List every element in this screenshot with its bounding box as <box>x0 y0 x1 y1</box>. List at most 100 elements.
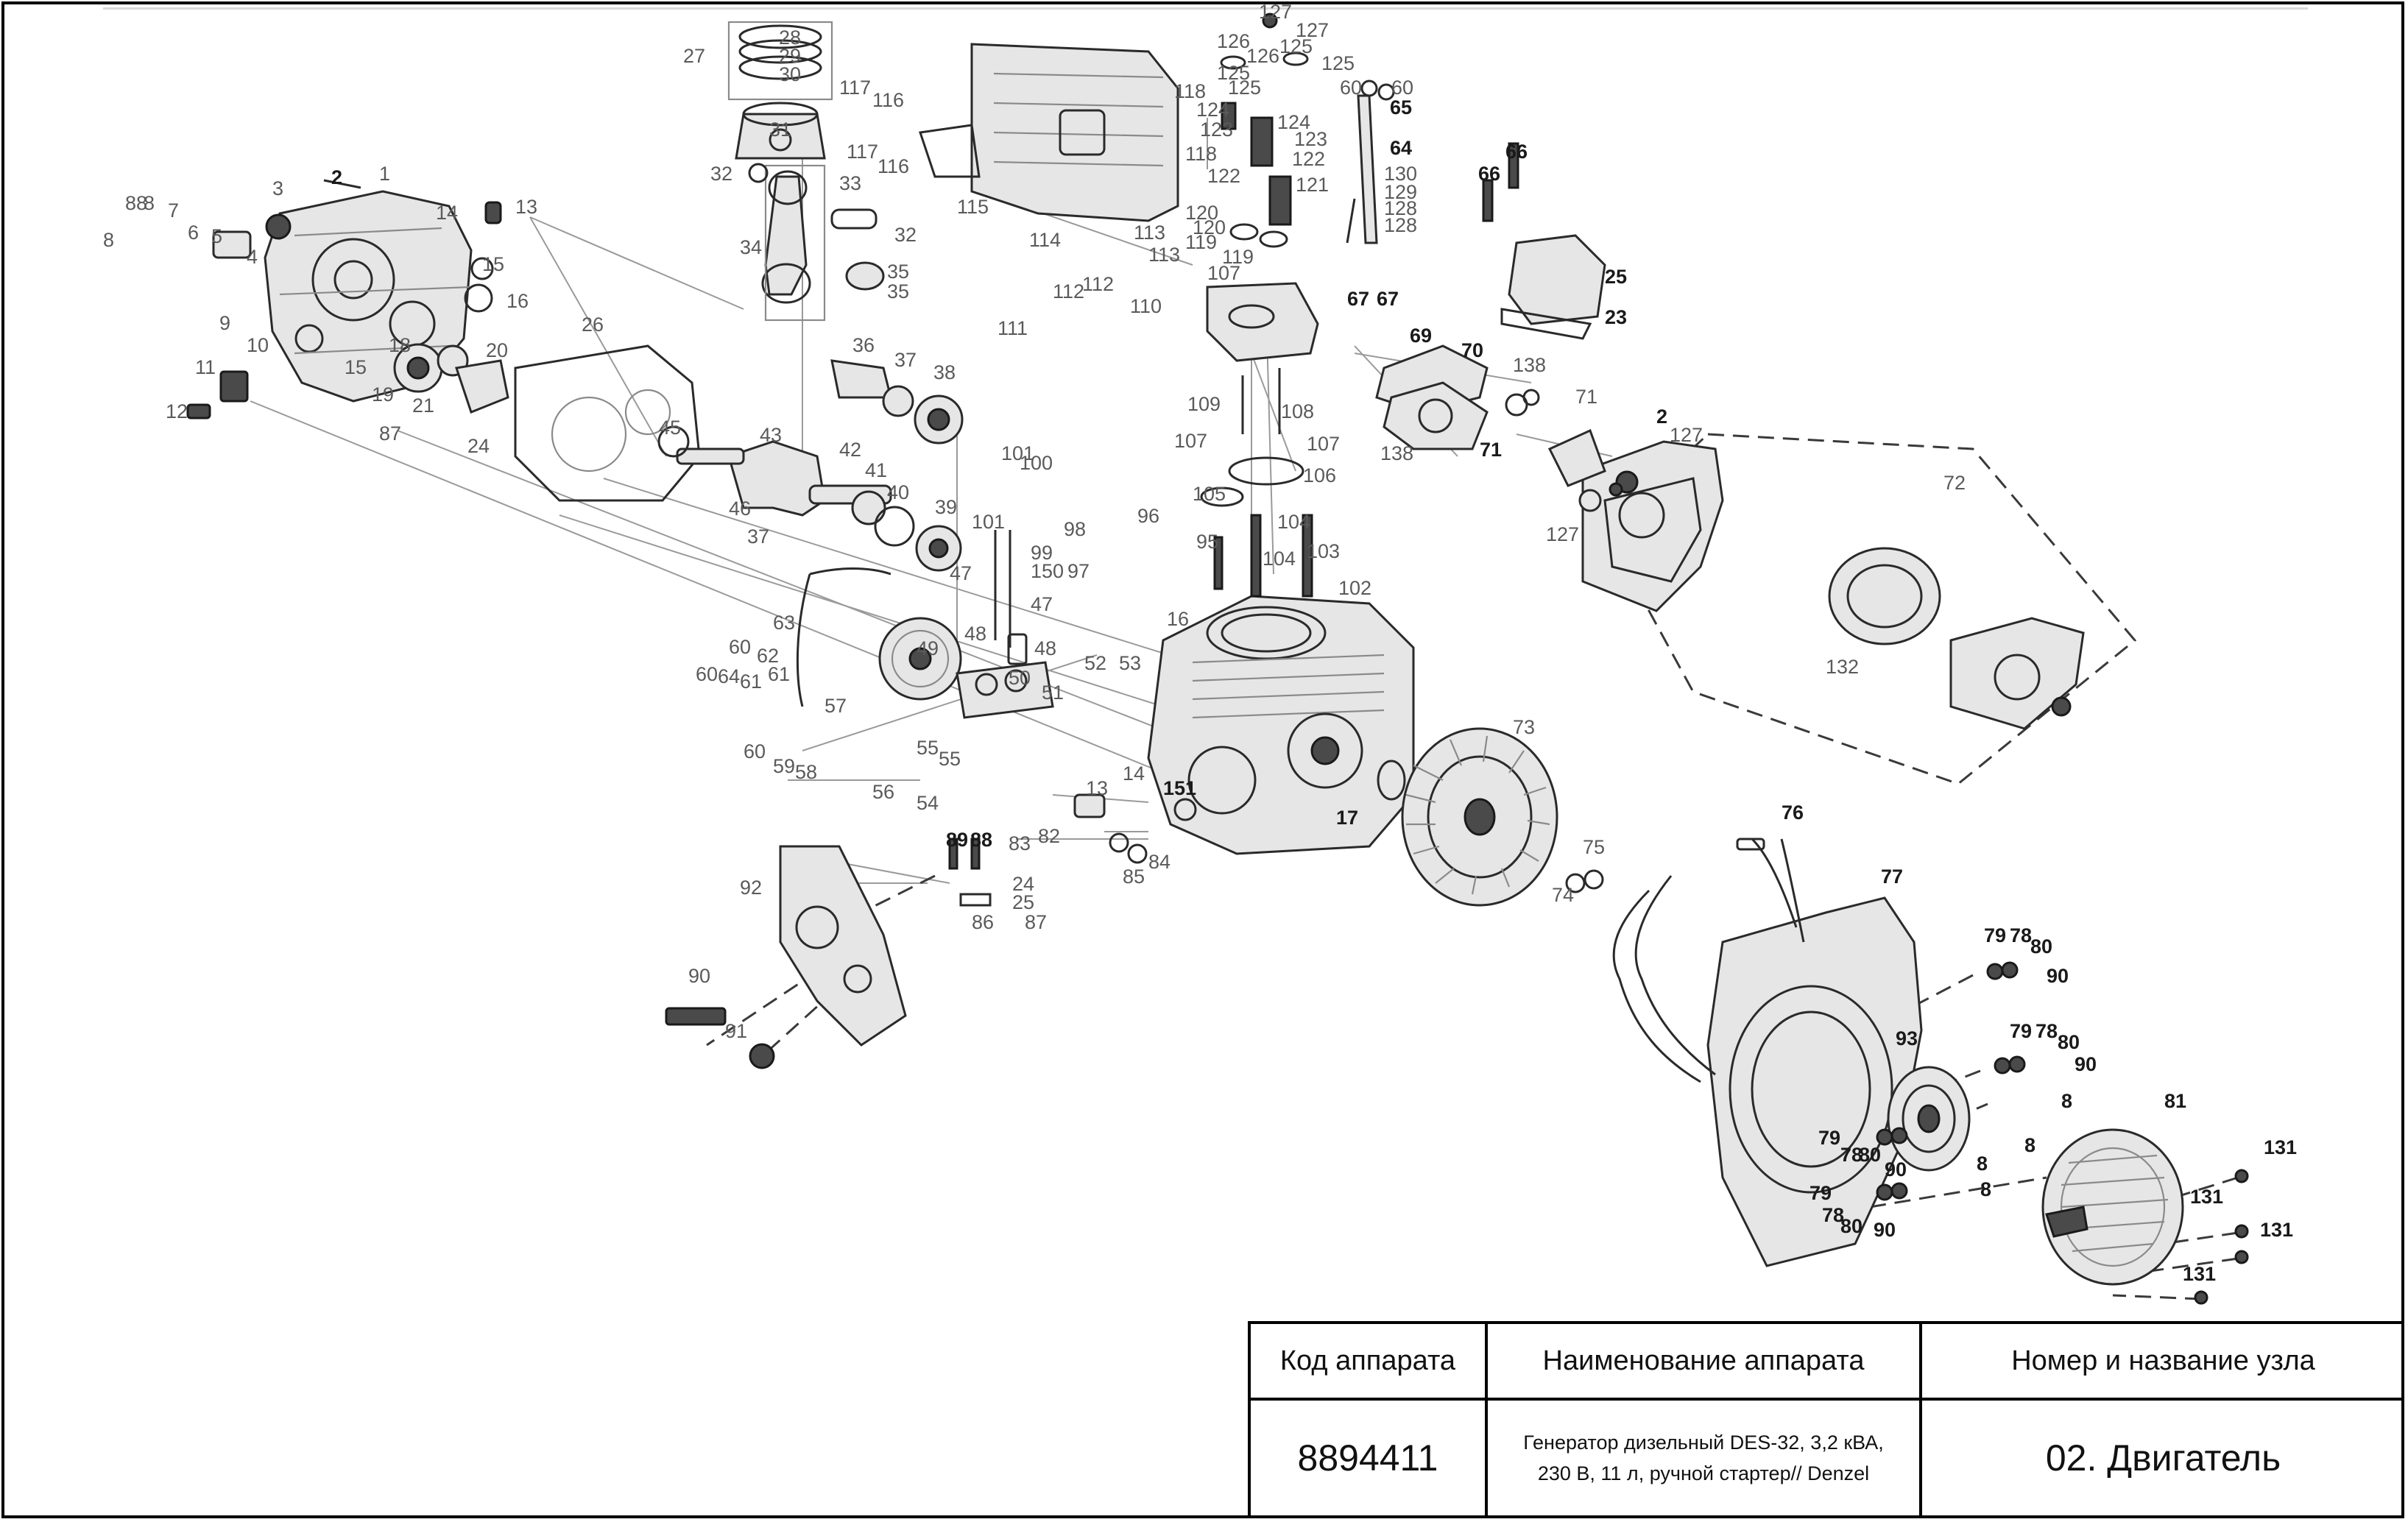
callout-61b: 61 <box>768 663 790 685</box>
callout-7: 7 <box>168 199 179 222</box>
side-gasket <box>514 344 701 502</box>
callout-54: 54 <box>917 792 939 814</box>
callout-25: 25 <box>1012 891 1034 913</box>
callout-57: 57 <box>825 695 847 717</box>
callout-104b: 104 <box>1263 548 1296 570</box>
crankshaft <box>657 359 964 572</box>
callout-128: 128 <box>1384 197 1417 219</box>
callout-109: 109 <box>1187 393 1221 415</box>
injector-rod <box>1346 79 1395 244</box>
exhaust-flange <box>1375 344 1540 450</box>
callout-83: 83 <box>1009 832 1031 854</box>
flywheel <box>1401 727 1604 907</box>
callout-82: 82 <box>1038 825 1060 847</box>
callout-32: 32 <box>710 163 732 185</box>
piston-assembly <box>727 21 885 322</box>
callout-87b: 87 <box>1025 911 1047 933</box>
callout-8e: 8 <box>1977 1153 1988 1175</box>
callout-124: 124 <box>1196 99 1229 121</box>
callout-8f: 8 <box>1980 1178 1991 1200</box>
device-name-value: Генератор дизельный DES-32, 3,2 кВА, 230… <box>1488 1398 1922 1518</box>
callout-110: 110 <box>1130 295 1162 317</box>
callout-4: 4 <box>247 246 258 268</box>
callout-102: 102 <box>1338 577 1371 599</box>
callout-48b: 48 <box>964 623 986 645</box>
callout-112: 112 <box>1053 280 1084 302</box>
callout-60d: 60 <box>1340 77 1362 99</box>
callout-3: 3 <box>272 177 283 199</box>
callout-21: 21 <box>412 394 434 417</box>
callout-55: 55 <box>917 737 939 759</box>
callout-91: 91 <box>725 1020 747 1042</box>
valve-train <box>1200 13 1319 598</box>
callout-28: 28 <box>779 26 801 49</box>
callout-64: 64 <box>718 665 740 687</box>
callout-60b: 60 <box>696 663 718 685</box>
callout-10: 10 <box>247 334 269 356</box>
callout-8: 8 <box>144 192 155 214</box>
callout-74: 74 <box>1552 884 1574 906</box>
callout-107b: 107 <box>1174 430 1207 452</box>
callout-107c: 107 <box>1307 433 1340 455</box>
callout-34: 34 <box>740 236 762 258</box>
callout-79b: 79 <box>2010 1020 2032 1042</box>
callout-72: 72 <box>1943 472 1966 494</box>
push-rods <box>994 530 1028 665</box>
callout-8c: 8 <box>2061 1090 2072 1112</box>
callout-122: 122 <box>1292 148 1325 170</box>
callout-33: 33 <box>839 172 861 194</box>
callout-15b: 15 <box>345 356 367 378</box>
callout-78: 78 <box>2010 924 2032 946</box>
callout-73: 73 <box>1513 716 1535 738</box>
callout-19: 19 <box>372 383 394 406</box>
callout-79c: 79 <box>1818 1127 1840 1149</box>
callout-90b: 90 <box>2047 965 2069 987</box>
callout-2b: 2 <box>1656 406 1667 428</box>
callout-38: 38 <box>933 361 956 383</box>
callout-88: 88 <box>125 192 147 214</box>
callout-131: 131 <box>2264 1136 2297 1158</box>
callout-60c: 60 <box>744 740 766 762</box>
callout-14b: 14 <box>1123 762 1145 785</box>
callout-20: 20 <box>486 339 508 361</box>
callout-127d: 127 <box>1546 523 1579 545</box>
callout-125d: 125 <box>1228 77 1261 99</box>
callout-16: 16 <box>506 290 529 312</box>
callout-49: 49 <box>917 637 939 659</box>
callout-50: 50 <box>1009 667 1031 689</box>
callout-123b: 123 <box>1200 118 1233 141</box>
callout-32b: 32 <box>894 224 917 246</box>
callout-8b: 8 <box>103 229 114 251</box>
callout-17: 17 <box>1336 807 1358 829</box>
callout-117: 117 <box>839 77 871 99</box>
callout-111: 111 <box>998 317 1028 339</box>
callout-80: 80 <box>2030 935 2052 958</box>
callout-80d: 80 <box>1840 1215 1863 1237</box>
callout-37: 37 <box>894 349 917 371</box>
callout-104: 104 <box>1277 511 1310 533</box>
callout-53: 53 <box>1119 652 1141 674</box>
callout-130: 130 <box>1384 163 1417 185</box>
callout-36: 36 <box>852 334 875 356</box>
callout-39: 39 <box>935 496 957 518</box>
callout-131d: 131 <box>2183 1263 2216 1285</box>
callout-42: 42 <box>839 439 861 461</box>
callout-2: 2 <box>331 166 342 188</box>
callout-113b: 113 <box>1148 244 1180 266</box>
callout-78c: 78 <box>1840 1144 1863 1166</box>
callout-88b: 88 <box>970 829 992 851</box>
callout-76: 76 <box>1782 801 1804 824</box>
callout-62: 62 <box>757 645 779 667</box>
callout-107: 107 <box>1207 262 1240 284</box>
callout-114: 114 <box>1029 229 1061 251</box>
callout-119: 119 <box>1185 231 1217 253</box>
callout-90d: 90 <box>1885 1158 1907 1181</box>
callout-59: 59 <box>773 755 795 777</box>
callout-69: 69 <box>1410 325 1432 347</box>
callout-35b: 35 <box>887 280 909 302</box>
callout-151: 151 <box>1163 777 1196 799</box>
callout-67b: 67 <box>1377 288 1399 310</box>
callout-97: 97 <box>1067 560 1090 582</box>
governor-parts <box>186 179 509 420</box>
